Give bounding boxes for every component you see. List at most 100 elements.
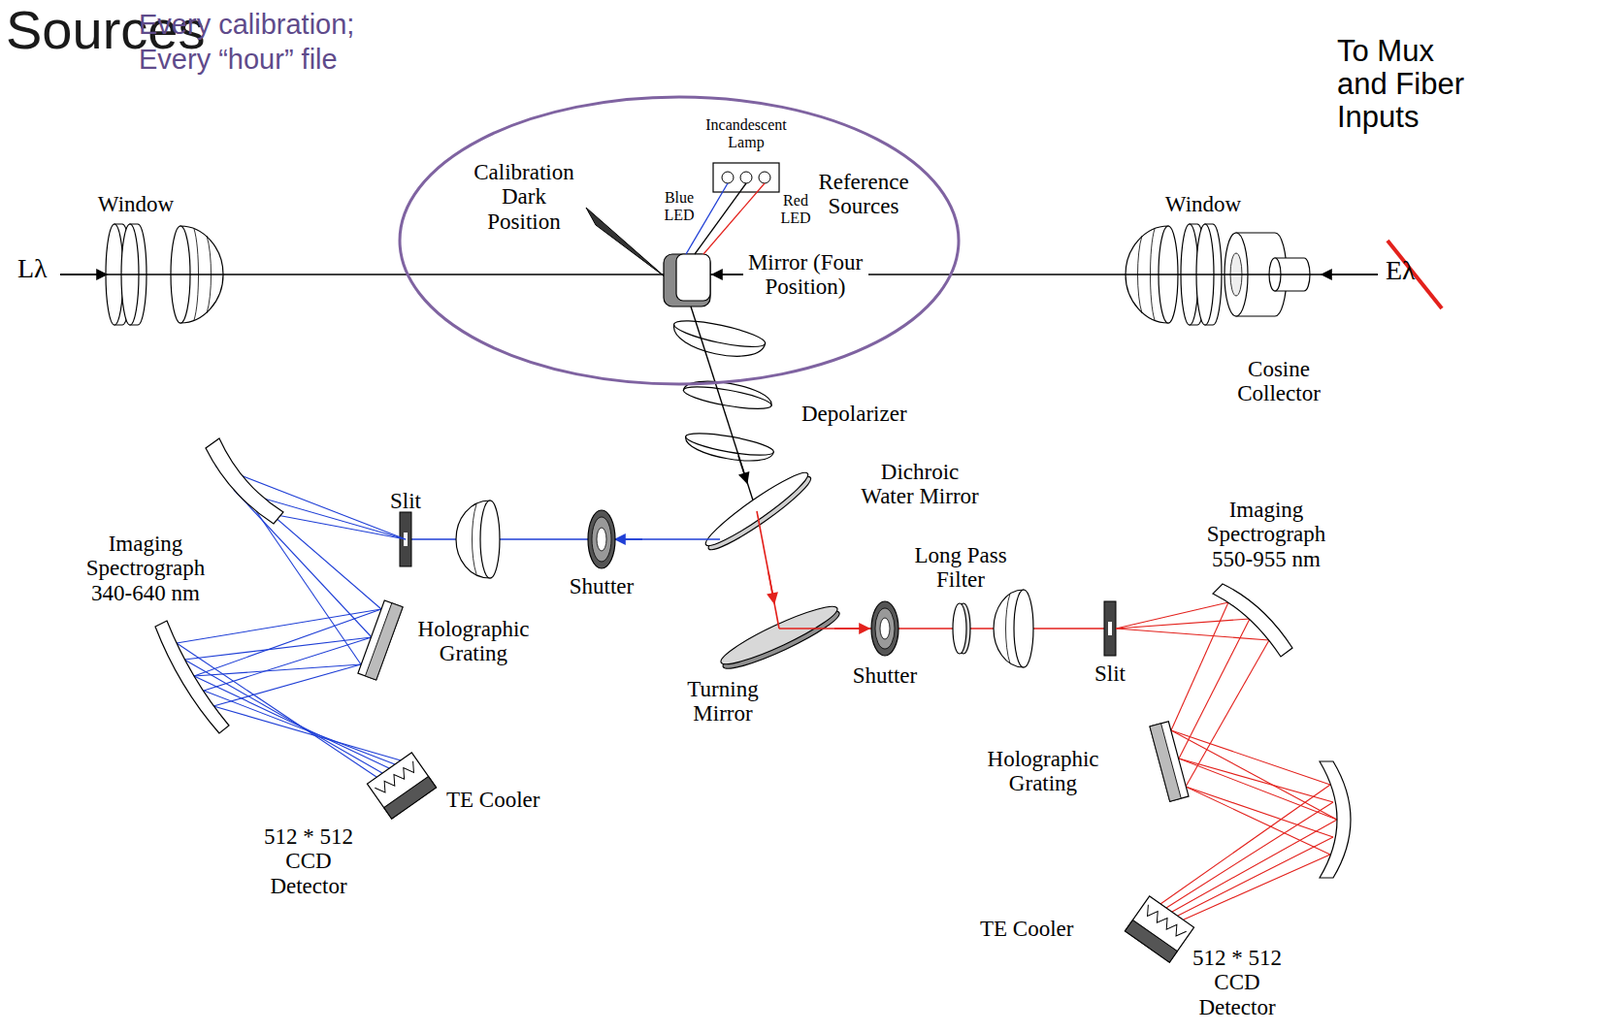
annotation-text: Every calibration; — [138, 9, 355, 41]
red-ray — [1171, 730, 1338, 820]
blue-ray — [215, 465, 406, 540]
lens-detail — [472, 504, 478, 575]
region-outline — [399, 97, 959, 385]
component-label: Blue LED — [663, 189, 694, 224]
blue-ray — [176, 609, 382, 644]
shutter — [880, 618, 890, 640]
ccd-detector — [366, 752, 436, 819]
region-outline — [397, 95, 961, 387]
dark-wedge — [586, 207, 666, 278]
component-label: Imaging Spectrograph 550-955 nm — [1201, 497, 1333, 572]
component-label: Cosine Collector — [1237, 357, 1321, 407]
light-arrow — [60, 273, 107, 276]
turning-mirror — [717, 598, 843, 673]
source-socket — [721, 171, 734, 184]
component-label: Holographic Grating — [418, 617, 530, 667]
component-label: TE Cooler — [979, 916, 1074, 942]
source-socket — [740, 171, 752, 184]
radiance-symbol: Lλ — [17, 254, 48, 285]
focusing-mirror — [155, 620, 229, 734]
red-rays — [1115, 602, 1338, 920]
ccd-detector — [1124, 896, 1194, 963]
component-label: Window — [97, 192, 174, 217]
component-label: 512 * 512 CCD Detector — [256, 824, 361, 899]
red-led-path — [703, 183, 765, 255]
focusing-mirror — [1319, 761, 1351, 879]
component-label: Shutter — [569, 574, 634, 599]
blue-arrow — [615, 538, 643, 541]
component-label: Long Pass Filter — [908, 543, 1013, 593]
long-pass-filter — [952, 603, 967, 654]
holographic-grating — [358, 600, 403, 681]
red-ray — [1172, 819, 1338, 913]
holographic-grating — [1149, 721, 1189, 802]
light-arrow — [1321, 273, 1378, 276]
component-label: Slit — [1094, 661, 1126, 686]
red-ray — [1178, 758, 1338, 820]
dichroic-mirror — [700, 465, 817, 557]
component-label: Imaging Spectrograph 340-640 nm — [80, 531, 212, 606]
holographic-grating — [1149, 721, 1189, 802]
component-label: Incandescent Lamp — [705, 116, 787, 151]
lens — [1013, 589, 1034, 668]
red-ray — [1160, 784, 1331, 905]
four-position-mirror — [663, 254, 711, 307]
holographic-grating — [358, 600, 403, 681]
slit-opening — [1108, 621, 1112, 636]
component-label: Shutter — [852, 663, 917, 688]
component-label: Red LED — [780, 192, 811, 227]
blue-ray — [203, 637, 372, 691]
collimating-mirror — [1212, 584, 1293, 657]
component-label: Mirror (Four Position) — [743, 250, 869, 300]
ccd-array — [1142, 905, 1187, 941]
red-ray — [1171, 730, 1331, 785]
component-label: Turning Mirror — [686, 677, 758, 727]
blue-rays — [176, 465, 406, 778]
turning-mirror — [717, 598, 845, 677]
blue-ray — [213, 706, 401, 761]
lens — [480, 500, 500, 579]
blue-ray — [256, 511, 361, 665]
red-ray — [1115, 628, 1270, 641]
shutter — [596, 527, 607, 552]
light-arrow — [738, 456, 748, 484]
depolarizer — [684, 428, 775, 460]
shutter — [591, 517, 612, 562]
depolarizer — [682, 382, 773, 414]
component-label: Reference Sources — [817, 169, 909, 220]
component-label: Dichroic Water Mirror — [855, 459, 984, 510]
blue-ray — [194, 664, 361, 677]
component-label: TE Cooler — [446, 787, 540, 813]
blue-ray — [233, 489, 372, 638]
component-label: Slit — [390, 489, 422, 514]
depolarizer — [683, 428, 776, 467]
red-beam — [756, 511, 780, 629]
reference-source-box — [713, 163, 780, 193]
blue-ray — [203, 690, 395, 765]
red-ray — [1185, 786, 1331, 855]
red-arrow — [834, 627, 870, 630]
annotation-text: To Mux and Fiber Inputs — [1337, 34, 1483, 134]
lens — [672, 315, 768, 353]
component-label: Calibration Dark Position — [473, 160, 574, 234]
lamp-path — [694, 183, 747, 255]
ccd-detector — [1124, 896, 1194, 963]
shutter — [587, 510, 616, 569]
slit — [1104, 601, 1116, 656]
red-arrow — [768, 572, 775, 604]
shutter — [875, 608, 895, 650]
four-position-mirror — [676, 254, 711, 301]
component-label: Window — [1165, 192, 1241, 217]
blue-ray — [184, 637, 372, 660]
component-label: 512 * 512 CCD Detector — [1184, 946, 1290, 1020]
red-ray — [1178, 619, 1250, 759]
red-ray — [1185, 640, 1270, 787]
lens — [669, 315, 767, 363]
shutter — [871, 601, 899, 656]
source-socket — [758, 171, 771, 184]
blue-ray — [213, 664, 361, 707]
holographic-grating — [1149, 723, 1181, 802]
component-label: Depolarizer — [801, 401, 908, 426]
red-ray — [1183, 854, 1331, 920]
